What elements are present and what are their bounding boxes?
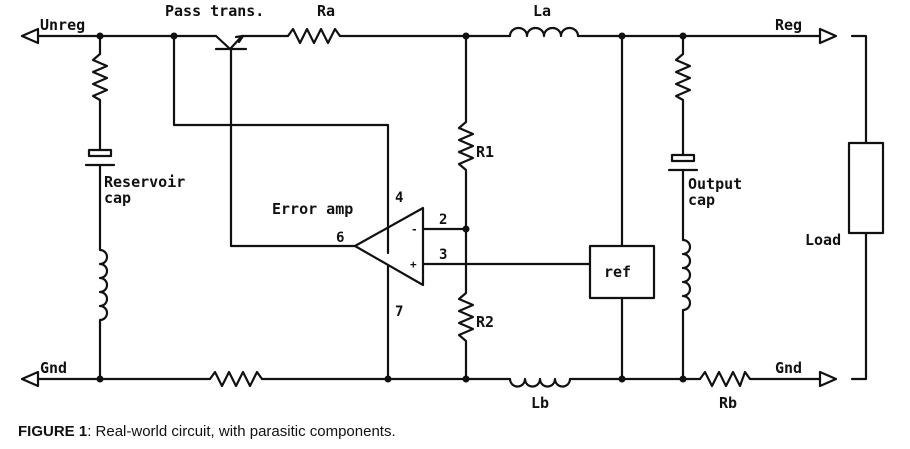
label-plus-input: + [410, 258, 417, 271]
error-amplifier [353, 206, 592, 381]
label-unreg: Unreg [40, 16, 85, 34]
inductor-lb [508, 377, 572, 388]
label-lb: Lb [531, 394, 549, 412]
pin-3: 3 [439, 247, 447, 263]
load-branch [847, 34, 885, 381]
divider-branch [457, 34, 475, 381]
reference-block [588, 34, 656, 381]
top-rail [20, 27, 838, 45]
label-pass-trans: Pass trans. [165, 2, 264, 20]
figure-number: FIGURE 1 [18, 423, 88, 440]
pin-2: 2 [439, 212, 447, 228]
pin-6: 6 [336, 230, 344, 246]
resistor-rb [699, 370, 751, 388]
caption-text: : Real-world circuit, with parasitic com… [87, 423, 396, 440]
label-output-cap-line1: Output [688, 175, 742, 193]
figure-caption: FIGURE 1: Real-world circuit, with paras… [18, 423, 396, 440]
circuit-schematic: Unreg Reg Gnd Gnd Pass trans. Ra La Lb R… [20, 2, 885, 412]
label-rb: Rb [719, 394, 737, 412]
label-reservoir-cap-line2: cap [104, 189, 131, 207]
output-cap-branch [667, 34, 699, 381]
label-minus-input: - [411, 223, 418, 236]
label-ra: Ra [317, 2, 335, 20]
error-amp-supply-wire [172, 34, 390, 255]
resistor-ra [287, 27, 341, 45]
label-output-cap-line2: cap [688, 191, 715, 209]
inductor-la [508, 26, 580, 38]
label-ref: ref [604, 263, 631, 281]
pin-7: 7 [395, 304, 403, 320]
label-reservoir-cap-line1: Reservoir [104, 173, 185, 191]
label-gnd-left: Gnd [40, 359, 67, 377]
pass-transistor [214, 34, 248, 248]
label-r1: R1 [476, 143, 494, 161]
label-la: La [533, 2, 551, 20]
pin-4: 4 [395, 190, 403, 206]
label-load: Load [805, 231, 841, 249]
label-r2: R2 [476, 313, 494, 331]
label-gnd-right: Gnd [775, 359, 802, 377]
label-error-amp: Error amp [272, 200, 353, 218]
reservoir-cap-branch [84, 34, 116, 381]
junction-dots [96, 32, 687, 383]
label-reg: Reg [775, 16, 802, 34]
resistor-ground-parasitic [209, 370, 263, 388]
